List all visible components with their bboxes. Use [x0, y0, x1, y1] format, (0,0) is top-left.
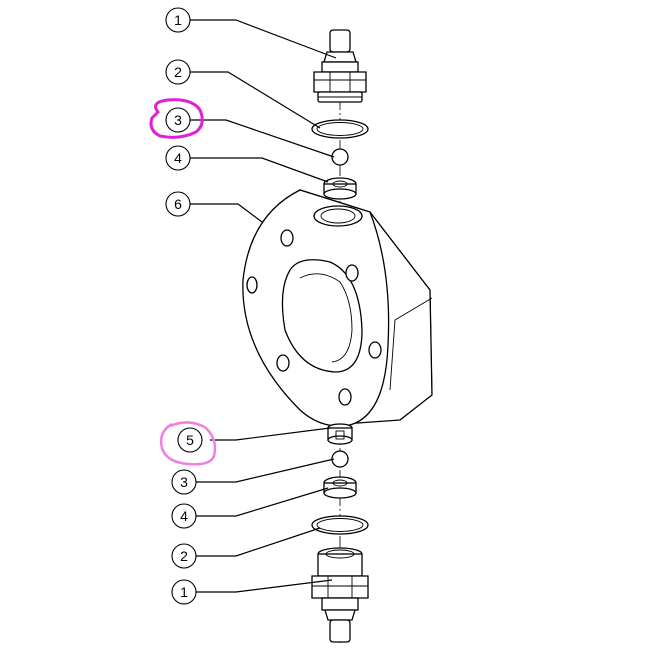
callout-5: 5 [177, 427, 203, 453]
part-2-bottom-oring [311, 515, 369, 535]
callout-label: 6 [174, 196, 182, 212]
callout-6: 6 [165, 191, 191, 217]
callout-label: 5 [186, 432, 194, 448]
callout-label: 1 [174, 12, 182, 28]
part-4-bottom-seat [323, 476, 357, 499]
callout-1-top: 1 [165, 7, 191, 33]
highlight-circle-callout-3 [149, 98, 204, 139]
part-1-top-fitting [313, 29, 367, 103]
part-1-bottom-fitting [311, 547, 369, 643]
callout-3-top: 3 [165, 107, 191, 133]
callout-label: 3 [174, 112, 182, 128]
callout-2-top: 2 [165, 59, 191, 85]
callout-label: 2 [180, 548, 188, 564]
callout-2-bottom: 2 [171, 543, 197, 569]
leader-lines [190, 19, 337, 593]
callout-3-bottom: 3 [171, 469, 197, 495]
callout-1-bottom: 1 [171, 579, 197, 605]
callout-label: 1 [180, 584, 188, 600]
part-3-top-ball [331, 148, 349, 166]
callout-label: 2 [174, 64, 182, 80]
callout-label: 4 [174, 150, 182, 166]
part-4-top-seat [323, 177, 357, 200]
highlight-circle-callout-5 [159, 421, 217, 466]
part-3-bottom-ball [331, 450, 349, 468]
callout-label: 4 [180, 508, 188, 524]
part-2-top-oring [311, 119, 369, 139]
callout-label: 3 [180, 474, 188, 490]
callout-4-bottom: 4 [171, 503, 197, 529]
part-5-cage [327, 423, 353, 445]
part-6-flange-body [242, 189, 433, 427]
callout-4-top: 4 [165, 145, 191, 171]
